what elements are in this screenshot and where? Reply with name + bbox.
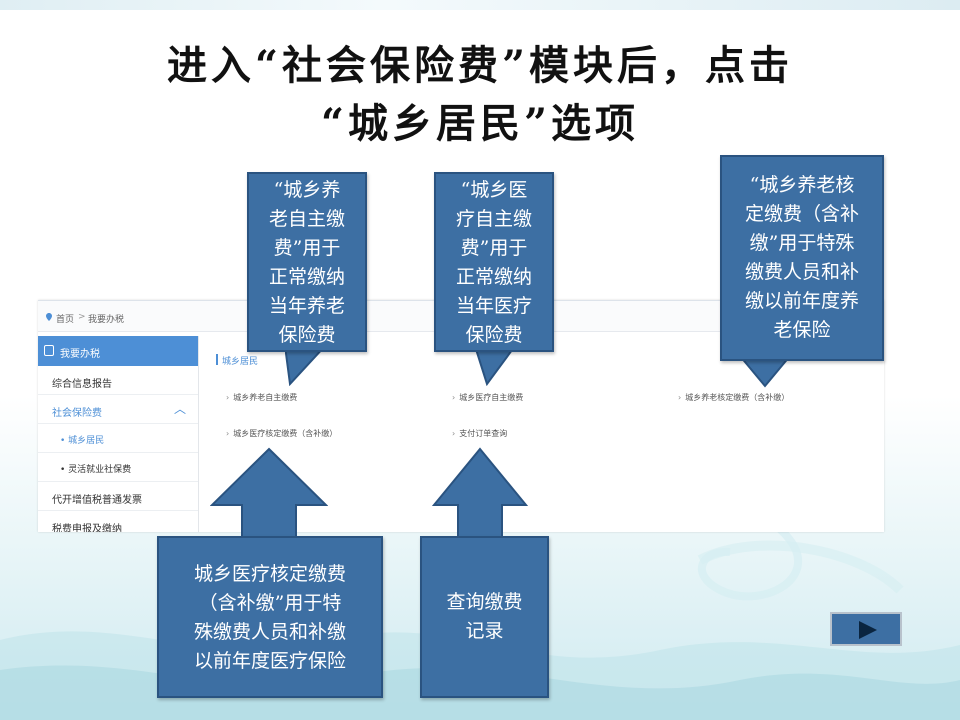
location-pin-icon: [46, 313, 52, 321]
callout-pointer: [475, 346, 515, 386]
callout-line: 正常缴纳: [268, 266, 345, 288]
callout-pension-assessed-pay: “城乡养老核 定缴费（含补 缴”用于特殊 缴费人员和补 缴以前年度养 老保险: [720, 155, 884, 361]
callout-line: 殊缴费人员和补缴: [193, 621, 346, 643]
callout-line: 以前年度医疗保险: [193, 650, 346, 672]
callout-line: 正常缴纳: [455, 266, 532, 288]
link-pension-assessed-pay[interactable]: 城乡养老核定缴费（含补缴）: [678, 392, 789, 403]
breadcrumb-home[interactable]: 首页: [56, 315, 75, 325]
callout-medical-assessed-pay: 城乡医疗核定缴费 （含补缴”用于特 殊缴费人员和补缴 以前年度医疗保险: [157, 536, 383, 698]
callout-line: 城乡医疗核定缴费: [193, 563, 346, 585]
link-medical-self-pay[interactable]: 城乡医疗自主缴费: [452, 392, 523, 403]
sidebar-item-info-report[interactable]: 综合信息报告: [38, 366, 198, 395]
callout-line: 老自主缴: [268, 208, 345, 230]
sidebar-item-label: 税费申报及缴纳: [52, 524, 122, 532]
callout-line: 查询缴费: [446, 591, 523, 613]
link-payment-order-query[interactable]: 支付订单查询: [452, 428, 507, 439]
next-slide-button[interactable]: [830, 612, 902, 646]
callout-line: 当年医疗: [455, 295, 532, 317]
callout-line: “城乡医: [460, 179, 528, 201]
section-accent-bar: [216, 354, 218, 365]
callout-medical-self-pay: “城乡医 疗自主缴 费”用于 正常缴纳 当年医疗 保险费: [434, 172, 554, 352]
breadcrumb-separator: >: [78, 312, 86, 322]
callout-line: 缴”用于特殊: [749, 232, 855, 254]
section-title-text: 城乡居民: [222, 357, 259, 367]
up-arrow-pointer: [210, 447, 328, 539]
sidebar: 我要办税 综合信息报告 社会保险费 ︿ • 城乡居民 • 灵活就业社保费 代开增值…: [38, 336, 199, 532]
top-decoration-bar: [0, 0, 960, 10]
callout-line: 缴费人员和补: [744, 261, 859, 283]
slide-title-line1: 进入“社会保险费”模块后，点击: [166, 42, 793, 89]
breadcrumb-current[interactable]: 我要办税: [88, 315, 125, 325]
sidebar-item-label: 灵活就业社保费: [68, 465, 132, 475]
sidebar-item-label: 社会保险费: [52, 408, 102, 419]
sidebar-item-label: 城乡居民: [68, 436, 105, 446]
callout-line: 保险费: [278, 324, 336, 346]
sidebar-item-social-insurance[interactable]: 社会保险费 ︿: [38, 395, 198, 424]
callout-line: 疗自主缴: [455, 208, 532, 230]
callout-line: 定缴费（含补: [744, 203, 859, 225]
callout-line: 费”用于: [273, 237, 341, 259]
sidebar-item-label: 综合信息报告: [52, 379, 112, 390]
chevron-up-icon: ︿: [173, 402, 186, 416]
callout-line: 费”用于: [460, 237, 528, 259]
sidebar-item-tax-declaration[interactable]: 税费申报及缴纳: [38, 511, 198, 532]
up-arrow-pointer: [432, 447, 528, 539]
callout-payment-query: 查询缴费 记录: [420, 536, 549, 698]
link-medical-assessed-pay[interactable]: 城乡医疗核定缴费（含补缴）: [226, 428, 337, 439]
callout-pension-self-pay: “城乡养 老自主缴 费”用于 正常缴纳 当年养老 保险费: [247, 172, 367, 352]
callout-line: 老保险: [773, 319, 831, 341]
callout-line: 当年养老: [268, 295, 345, 317]
document-icon: [44, 345, 54, 356]
play-arrow-icon: [859, 621, 877, 639]
sidebar-header[interactable]: 我要办税: [38, 336, 198, 366]
callout-line: “城乡养老核: [749, 174, 855, 196]
sidebar-item-vat-invoice[interactable]: 代开增值税普通发票: [38, 482, 198, 511]
slide-title-line2: “城乡居民”选项: [320, 100, 639, 147]
callout-line: “城乡养: [273, 179, 341, 201]
sidebar-item-label: 代开增值税普通发票: [52, 495, 142, 506]
callout-pointer: [740, 356, 790, 388]
sidebar-item-urban-rural[interactable]: • 城乡居民: [38, 424, 198, 453]
sidebar-header-label: 我要办税: [60, 349, 100, 360]
link-pension-self-pay[interactable]: 城乡养老自主缴费: [226, 392, 297, 403]
callout-line: 保险费: [465, 324, 523, 346]
sidebar-item-flexible-employment[interactable]: • 灵活就业社保费: [38, 453, 198, 482]
callout-line: 缴以前年度养: [744, 290, 859, 312]
callout-line: （含补缴”用于特: [198, 592, 342, 614]
callout-pointer: [285, 346, 325, 386]
callout-line: 记录: [465, 620, 504, 642]
